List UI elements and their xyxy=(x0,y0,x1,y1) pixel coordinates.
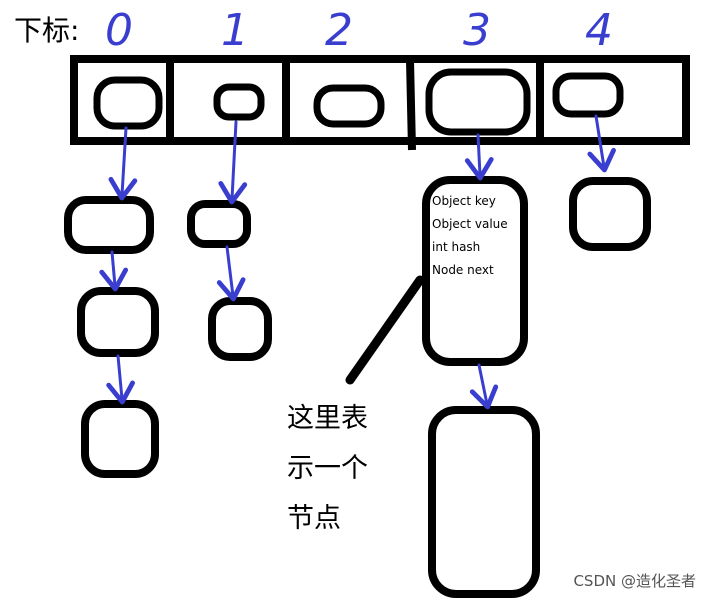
chain-node xyxy=(81,400,159,478)
bucket-index-1: 1 xyxy=(221,5,249,56)
chain-node xyxy=(428,406,540,598)
chain-node xyxy=(569,177,651,251)
bucket-index-3: 3 xyxy=(463,5,491,56)
watermark: CSDN @造化圣者 xyxy=(573,572,696,590)
note-pointer xyxy=(345,275,425,385)
arrow xyxy=(587,114,616,173)
bucket-2-head xyxy=(313,84,385,128)
arrow xyxy=(464,133,494,181)
arrow xyxy=(106,354,135,405)
arrow xyxy=(216,245,246,302)
arrow xyxy=(99,250,129,292)
bucket-array xyxy=(70,55,690,151)
note-line: 示一个 xyxy=(287,453,368,484)
node-field-hash: int hash xyxy=(432,240,481,254)
chain-node xyxy=(64,196,154,254)
note-line: 节点 xyxy=(287,503,341,534)
note-line: 这里表 xyxy=(287,403,368,434)
chain-node xyxy=(77,287,159,357)
node-field-value: Object value xyxy=(432,217,508,231)
array-outline xyxy=(70,55,690,145)
arrow xyxy=(108,126,138,201)
bucket-0-head xyxy=(93,76,163,130)
bucket-3-head xyxy=(425,68,531,136)
arrow xyxy=(218,120,248,205)
chain-node xyxy=(187,200,251,248)
bucket-index-4: 4 xyxy=(585,5,613,56)
node-field-next: Node next xyxy=(432,263,494,277)
bucket-1-head xyxy=(213,83,265,121)
arrow xyxy=(469,363,499,410)
chain-node xyxy=(208,297,272,361)
array-divider xyxy=(406,59,416,151)
bucket-index-0: 0 xyxy=(105,5,133,56)
bucket-4-head xyxy=(552,72,624,118)
node-field-key: Object key xyxy=(432,194,496,208)
index-label: 下标: xyxy=(14,14,80,47)
bucket-index-2: 2 xyxy=(325,5,353,56)
